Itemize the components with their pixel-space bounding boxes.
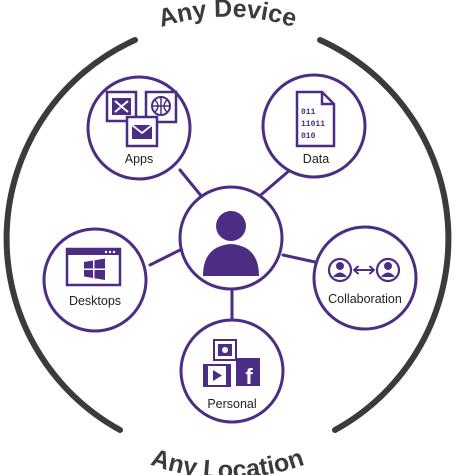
personal-label: Personal	[207, 397, 256, 411]
outer-ring-right-arc	[317, 37, 452, 433]
binary-file-icon: 011 11011 010	[295, 90, 336, 148]
binary-line-1: 011	[301, 108, 316, 117]
data-label: Data	[303, 152, 329, 166]
facebook-f-glyph: f	[245, 364, 253, 389]
connector-desktops	[148, 248, 182, 267]
desktops-label: Desktops	[69, 294, 121, 308]
binary-line-3: 010	[301, 132, 316, 141]
apps-icon	[105, 90, 178, 148]
user-icon	[203, 211, 259, 276]
node-personal: f Personal	[179, 318, 285, 424]
outer-ring-left-arc	[3, 37, 138, 433]
node-data: 011 11011 010 Data	[261, 73, 367, 179]
node-desktops: Desktops	[42, 227, 148, 333]
apps-label: Apps	[125, 152, 154, 166]
node-apps: Apps	[86, 75, 192, 181]
binary-line-2: 11011	[301, 120, 325, 129]
windows-logo	[84, 258, 105, 280]
center-node	[178, 185, 284, 291]
windows-desktop-icon	[65, 247, 122, 287]
connector-collaboration	[281, 253, 317, 264]
personal-media-icon: f	[203, 339, 260, 389]
any-device-label: Any Device	[155, 0, 300, 33]
collaboration-icon	[327, 257, 401, 283]
any-location-label: Any Location	[148, 444, 307, 475]
node-collaboration: Collaboration	[312, 225, 418, 331]
collaboration-label: Collaboration	[328, 292, 402, 306]
